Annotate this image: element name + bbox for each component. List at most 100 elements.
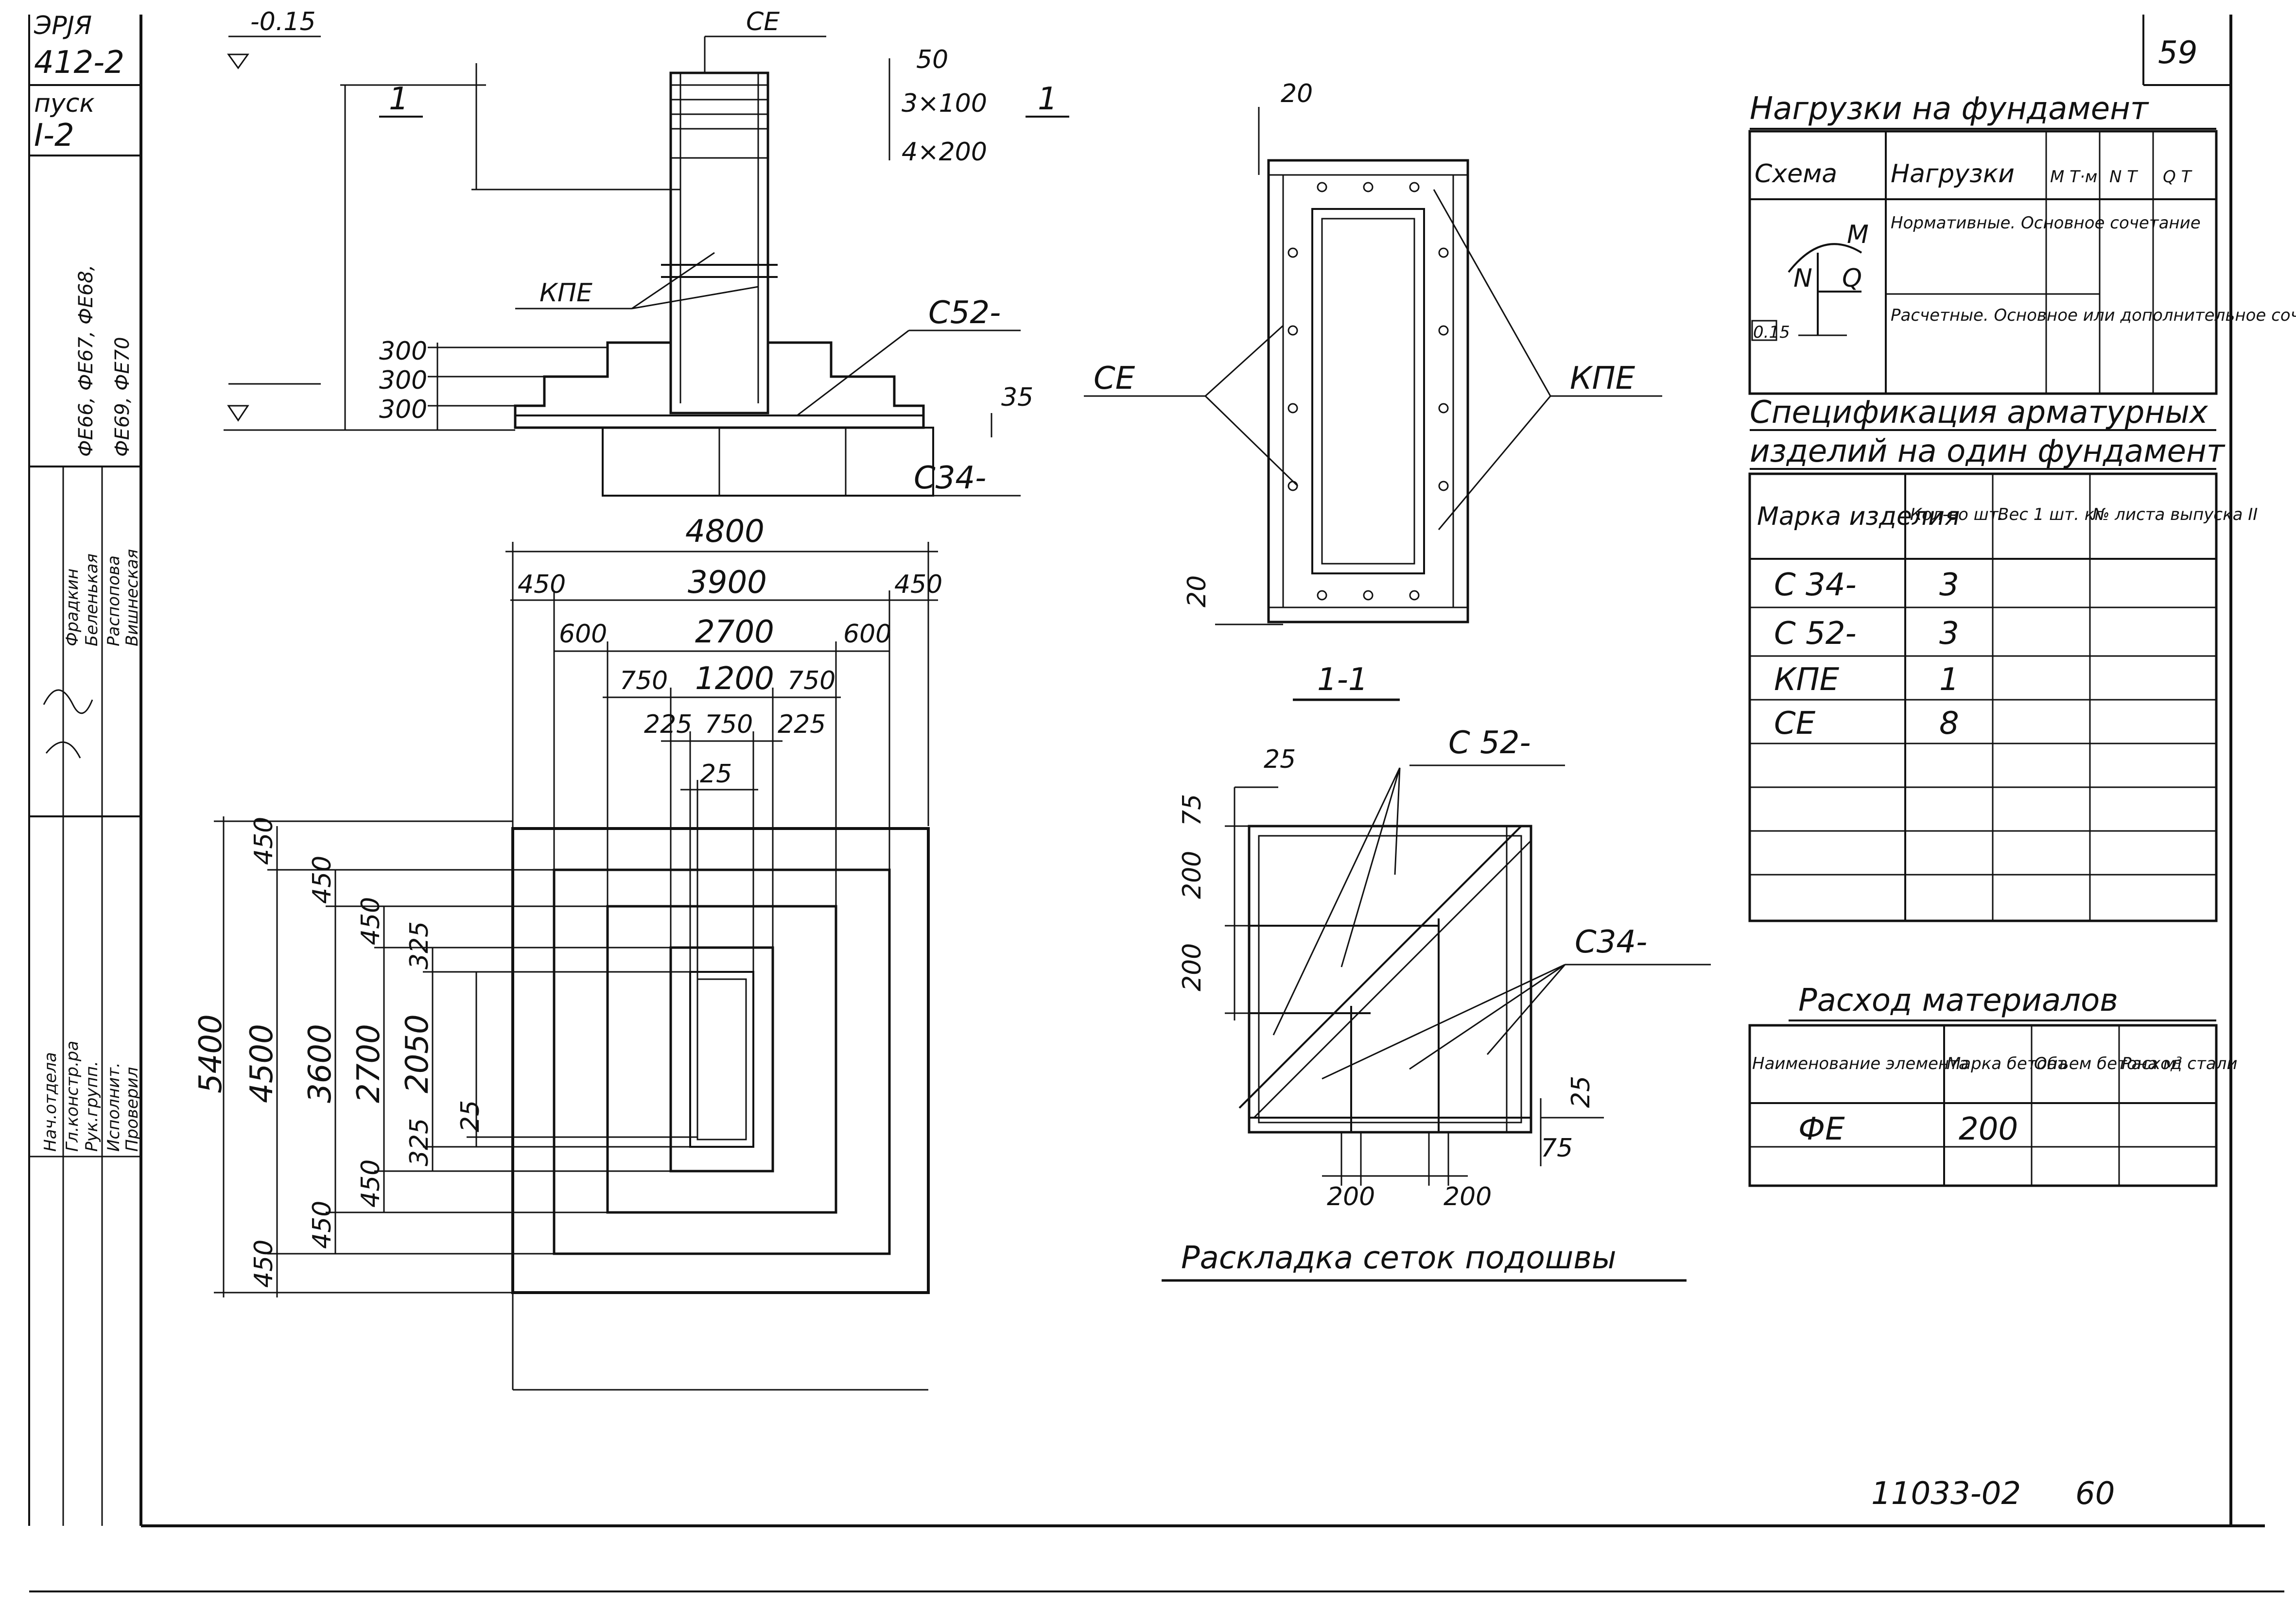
loads-row-design: Расчетные. Основное или дополнительное с… [1891,306,2296,325]
plan-dim-left-450-a: 450 [249,817,278,865]
spec-row-1-qty: 3 [1939,567,1959,603]
section-dim-20-top: 20 [1281,79,1313,108]
role-1: Нач.отдела [41,1052,60,1152]
spec-row-3-qty: 1 [1939,662,1959,698]
loads-row-normative: Нормативные. Основное сочетание [1891,213,2201,233]
loads-header-schema: Схема [1755,159,1837,189]
role-2: Гл.констр.ра [63,1041,82,1152]
plan-dim-225-right: 225 [778,710,826,739]
dim-3x100: 3×100 [902,89,987,118]
plan-dim-750-center: 750 [705,710,753,739]
step-dim-3: 300 [379,395,427,424]
dim-4x200: 4×200 [902,138,987,167]
plan-dim-4500: 4500 [244,1024,280,1103]
mesh-layout: С 52- С34- 25 75 200 200 25 75 200 200 Р… [1162,725,1711,1282]
materials-header-volume: Объем бетона м³ [2034,1054,2182,1073]
plan-dim-left-450-d: 450 [308,1201,337,1249]
level-mark: -0.15 [250,7,316,36]
loads-header-q: Q Т [2163,167,2192,187]
spec-header-sheet: № листа выпуска II [2091,505,2258,524]
marks-line-2: ФЕ69, ФЕ70 [111,337,134,457]
loads-header-m: M Т·м [2050,167,2097,187]
schema-level: 0.15 [1753,323,1790,342]
series-number: 412-2 [34,45,124,81]
plan-dim-25-top: 25 [700,760,732,789]
materials-table: Расход материалов Наименование элемента … [1748,983,2237,1187]
mesh-dim-25-top: 25 [1264,745,1296,774]
spec-header-mark: Марка изделия [1757,502,1960,531]
name-4: Вишнеская [122,549,142,646]
role-4: Исполнит. [104,1062,123,1152]
materials-header-grade: Марка бетона [1947,1054,2068,1073]
step-dim-2: 300 [379,366,427,395]
name-2: Беленькая [82,553,102,646]
mesh-label-c52: С 52- [1448,725,1531,761]
schema-q: Q [1842,264,1862,293]
materials-title: Расход материалов [1798,983,2118,1019]
spec-row-4-qty: 8 [1939,706,1959,742]
materials-row-1-name: ФЕ [1798,1111,1845,1147]
section-label-kpe: КПЕ [1570,361,1635,397]
name-3: Распопова [104,555,123,646]
elevation-label-c34: С34- [914,460,986,496]
role-5: Проверил [122,1067,142,1152]
step-dim-1: 300 [379,337,427,366]
issue-number: I-2 [34,118,74,154]
plan-dim-3900: 3900 [688,565,767,601]
sheet-number: 59 [2158,35,2197,71]
mesh-title: Раскладка сеток подошвы [1181,1240,1616,1276]
mesh-label-c34: С34- [1575,924,1647,960]
plan-dim-450-right: 450 [894,570,942,599]
mesh-dim-200-b: 200 [1178,943,1207,991]
section-title: 1-1 [1317,662,1368,698]
plan-dim-left-450-f: 450 [356,1159,385,1208]
plan-dim-4800: 4800 [685,514,765,550]
series-code: ЭРЈЯ [34,11,92,40]
dim-35: 35 [1001,383,1033,412]
mesh-dim-200-a: 200 [1178,851,1207,899]
mesh-dim-200-c: 200 [1327,1182,1375,1211]
title-block: ЭРЈЯ 412-2 пуск I-2 ФЕ66, ФЕ67, ФЕ68, ФЕ… [28,11,142,1526]
loads-header-n: N Т [2109,167,2138,187]
loads-header-loads: Нагрузки [1891,159,2015,189]
drawing-code: 11033-02 [1871,1476,2021,1512]
plan-dim-225-left: 225 [644,710,692,739]
plan-dim-750-right: 750 [787,666,835,695]
plan-dim-750-left: 750 [620,666,668,695]
plan-top-dims: 4800 450 3900 450 600 2700 600 750 1200 … [505,514,942,1391]
loads-table: Нагрузки на фундамент Схема Нагрузки M Т… [1748,91,2296,395]
plan-dim-left-325-b: 325 [405,1118,434,1166]
section-mark-right: 1 [1038,81,1058,117]
page-number: 60 [2075,1476,2115,1512]
load-schema-sketch: M N Q 0.15 [1751,220,1869,342]
plan-dim-2050: 2050 [400,1014,435,1093]
spec-row-1-mark: С 34- [1774,567,1857,603]
spec-header-qty: Кол-во шт. [1910,505,2003,524]
mesh-dim-200-d: 200 [1444,1182,1492,1211]
plan-dim-left-325-a: 325 [405,921,434,969]
plan-dim-3600: 3600 [302,1024,338,1103]
mesh-dim-75-right: 75 [1541,1134,1573,1163]
elevation-label-c52: С52- [928,295,1001,331]
plan-dim-left-450-e: 450 [356,897,385,945]
role-3: Рук.групп. [82,1061,102,1152]
section-dim-20-bottom: 20 [1183,575,1212,607]
plan-dim-450-left: 450 [518,570,566,599]
sheet-frame [29,15,2284,1592]
signature-marks [43,689,93,759]
plan-left-dims: 5400 450 4500 450 450 3600 450 450 2700 … [193,816,697,1297]
plan-dim-2700: 2700 [695,614,774,650]
spec-title-1: Спецификация арматурных [1750,395,2209,431]
spec-header-weight: Вес 1 шт. кг [1998,505,2104,524]
plan-dim-600-left: 600 [559,620,607,649]
marks-line-1: ФЕ66, ФЕ67, ФЕ68, [75,265,97,457]
spec-row-2-qty: 3 [1939,616,1959,652]
plan-view: 4800 450 3900 450 600 2700 600 750 1200 … [193,514,942,1391]
name-1: Фрадкин [63,569,82,646]
plan-dim-5400: 5400 [193,1014,229,1093]
dim-50: 50 [916,45,948,74]
plan-dim-left-450-c: 450 [308,856,337,904]
spec-row-2-mark: С 52- [1774,616,1857,652]
plan-dim-left-450-b: 450 [249,1240,278,1288]
